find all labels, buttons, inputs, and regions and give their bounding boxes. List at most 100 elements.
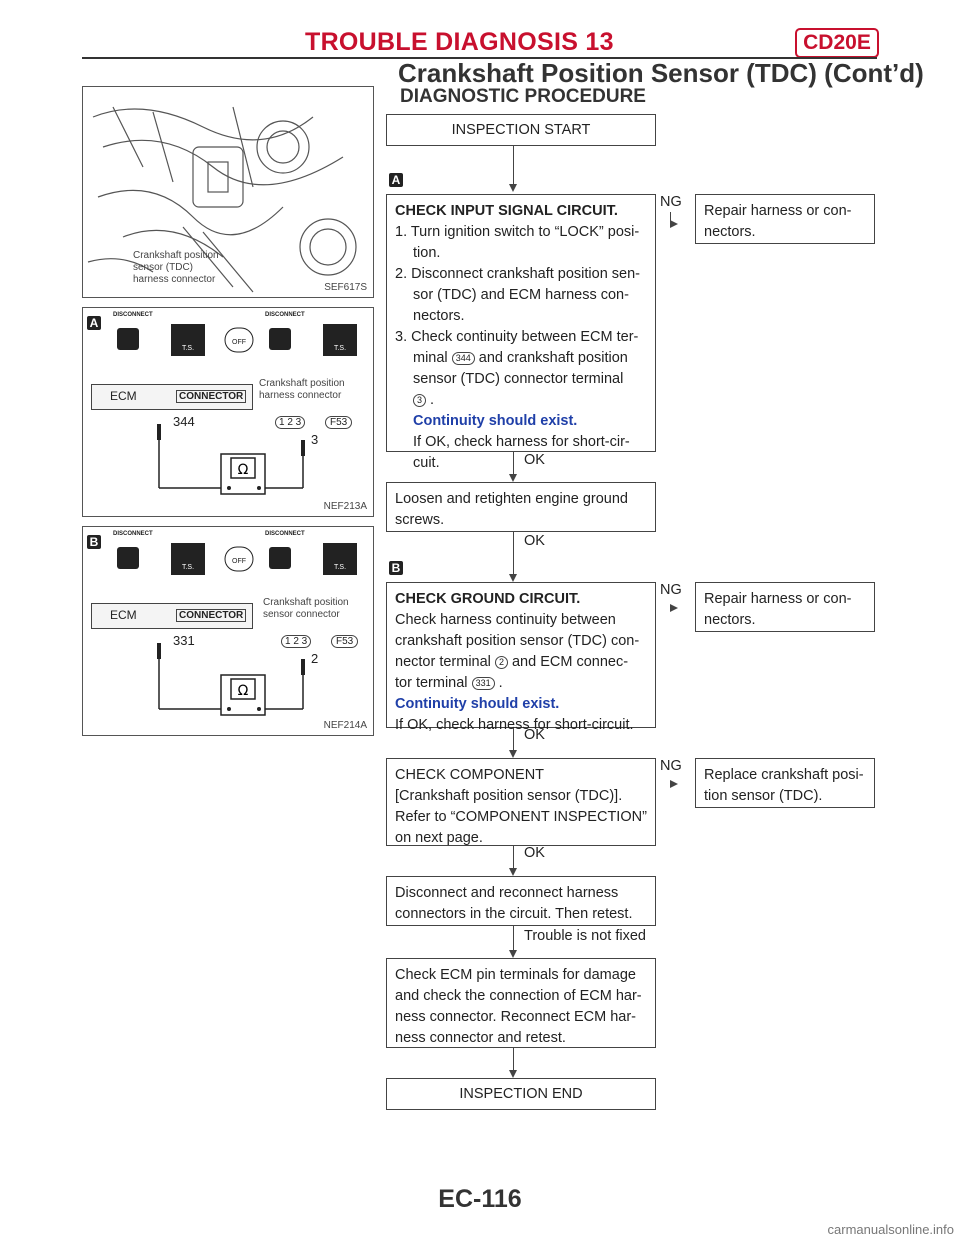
step6-line2: and check the connection of ECM har- — [395, 988, 642, 1004]
arrow-down-icon — [509, 950, 517, 958]
fig2-ohm-icon: Ω — [238, 462, 249, 478]
step2-line2: screws. — [395, 512, 445, 528]
step3-ng-label: NG — [660, 582, 682, 598]
key-off-icon — [224, 327, 254, 353]
step1-line2b: sor (TDC) and ECM harness con- — [413, 287, 629, 303]
section-title: TROUBLE DIAGNOSIS 13 — [305, 28, 614, 56]
step3-line3-pre: nector terminal — [395, 654, 491, 670]
fig3-ecm-pin: 331 — [173, 633, 195, 648]
step6-box: Check ECM pin terminals for damage and c… — [386, 958, 656, 1048]
step3-ng-action-box: Repair harness or con- nectors. — [695, 582, 875, 632]
step1-line3b-pre: minal — [413, 350, 448, 366]
fig2-ts-text-1: T.S. — [182, 345, 194, 352]
fig3-label-line1: Crankshaft position — [263, 597, 349, 608]
fig2-code: NEF213A — [323, 501, 367, 512]
fig1-caption-line3: harness connector — [133, 274, 216, 285]
fig3-sensor-pin: 2 — [311, 651, 319, 666]
connector-line — [513, 926, 514, 952]
step1-line2: 2. Disconnect crankshaft position sen- — [395, 266, 641, 282]
fig3-ecm-box: ECM CONNECTOR — [91, 603, 253, 629]
arrow-down-icon — [509, 574, 517, 582]
step4-box: CHECK COMPONENT [Crankshaft position sen… — [386, 758, 656, 846]
fig1-caption-line1: Crankshaft position — [133, 250, 219, 261]
arrow-down-icon — [509, 1070, 517, 1078]
fig1-caption-line2: sensor (TDC) — [133, 262, 194, 273]
step1-line3: 3. Check continuity between ECM ter- — [395, 329, 639, 345]
fig3-ts-text-1: T.S. — [182, 564, 194, 571]
fig3-code: NEF214A — [323, 720, 367, 731]
step2-ok-label: OK — [524, 533, 545, 549]
fig2-marker: A — [87, 316, 101, 330]
step3-ng-action-line2: nectors. — [704, 612, 756, 628]
fig3-disconnect-label-2: DISCONNECT — [265, 531, 305, 537]
step4-ng-action-box: Replace crankshaft posi- tion sensor (TD… — [695, 758, 875, 808]
step3-line4-post: . — [498, 675, 503, 691]
fig3-ts-text-2: T.S. — [334, 564, 346, 571]
step1-box: CHECK INPUT SIGNAL CIRCUIT. 1. Turn igni… — [386, 194, 656, 471]
step3-line2: crankshaft position sensor (TDC) con- — [395, 633, 640, 649]
page-subtitle: Crankshaft Position Sensor (TDC) (Cont’d… — [398, 58, 924, 88]
fig3-label-line2: sensor connector — [263, 609, 340, 620]
fig2-ecm-pin: 344 — [173, 414, 195, 429]
step1-spec: Continuity should exist. — [413, 413, 578, 429]
step-marker-a: A — [389, 173, 403, 187]
step4-ng-label: NG — [660, 758, 682, 774]
step4-ng-action-line2: tion sensor (TDC). — [704, 788, 823, 804]
connector-line — [513, 846, 514, 870]
ng-connector-line — [670, 212, 671, 224]
arrow-down-icon — [509, 750, 517, 758]
ecm-terminal-331-badge: 331 — [471, 676, 495, 690]
step6-line3: ness connector. Reconnect ECM har- — [395, 1009, 636, 1025]
step1-line3b-post: and crankshaft position — [478, 350, 628, 366]
fig3-off-text: OFF — [232, 558, 246, 565]
step5-line1: Disconnect and reconnect harness — [395, 885, 619, 901]
fig3-connector-label: CONNECTOR — [176, 609, 247, 622]
fig2-conn-code: F53 — [325, 416, 353, 429]
step1-ng-action-line1: Repair harness or con- — [704, 203, 852, 219]
fig2-pins: 1 2 3 — [275, 416, 306, 429]
fig2-label-line2: harness connector — [259, 390, 342, 401]
arrow-down-icon — [509, 474, 517, 482]
step2-box: Loosen and retighten engine ground screw… — [386, 482, 656, 532]
connector-line — [513, 146, 514, 186]
step4-line1: CHECK COMPONENT — [395, 767, 545, 783]
step1-ng-label: NG — [660, 194, 682, 210]
step4-line2: [Crankshaft position sensor (TDC)]. — [395, 788, 623, 804]
step4-ok-label: OK — [524, 845, 545, 861]
connector-line — [513, 452, 514, 476]
arrow-down-icon — [509, 868, 517, 876]
step1-ok-label: OK — [524, 452, 545, 468]
step6-line1: Check ECM pin terminals for damage — [395, 967, 636, 983]
fig2-sensor-pin: 3 — [311, 432, 319, 447]
step2-line1: Loosen and retighten engine ground — [395, 491, 628, 507]
fig3-wiring: Ω — [157, 643, 305, 716]
watermark: carmanualsonline.info — [827, 1222, 954, 1237]
step3-line4-pre: tor terminal — [395, 675, 468, 691]
fig3-ecm-label: ECM — [110, 608, 137, 622]
step1-title: CHECK INPUT SIGNAL CIRCUIT. — [395, 203, 618, 219]
step1-ng-action-line2: nectors. — [704, 224, 756, 240]
fig3-pins: 1 2 3 — [281, 635, 312, 648]
step1-line3d-post: . — [430, 392, 435, 408]
step-marker-b: B — [389, 561, 403, 575]
arrow-right-icon — [670, 604, 678, 612]
step6-line4: ness connector and retest. — [395, 1030, 566, 1046]
fig2-ecm-box: ECM CONNECTOR — [91, 384, 253, 410]
fig2-label-line1: Crankshaft position — [259, 378, 345, 389]
fig2-icon-row: T.S. T.S. OFF — [117, 324, 357, 356]
header-rule — [82, 57, 877, 59]
inspection-end-label: INSPECTION END — [459, 1086, 583, 1102]
step1-line2c: nectors. — [413, 308, 465, 324]
connector-line — [513, 1048, 514, 1072]
engine-illustration — [87, 106, 357, 293]
step1-note1: If OK, check harness for short-cir- — [413, 434, 630, 450]
procedure-title: DIAGNOSTIC PROCEDURE — [400, 86, 646, 107]
fig3-icon-row: T.S. T.S. OFF — [117, 543, 357, 575]
fig2-disconnect-label-2: DISCONNECT — [265, 312, 305, 318]
step1-line3c: sensor (TDC) connector terminal — [413, 371, 624, 387]
connector-line — [513, 532, 514, 576]
ecm-terminal-344-badge: 344 — [451, 351, 475, 365]
step4-line4: on next page. — [395, 830, 483, 846]
step3-spec: Continuity should exist. — [395, 696, 560, 712]
step3-ok-label: OK — [524, 727, 545, 743]
